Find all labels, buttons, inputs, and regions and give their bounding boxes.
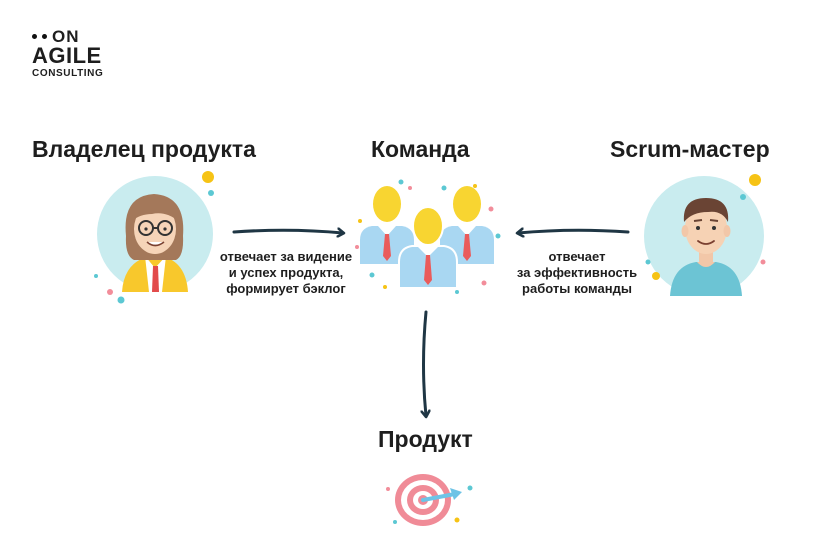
caption-line: отвечает [548,249,606,264]
logo-dot [42,34,47,39]
logo-consulting-text: CONSULTING [32,68,104,79]
logo-on-text: ON [52,27,80,46]
team-title: Команда [371,136,470,162]
scrum-master-avatar-icon [644,174,766,296]
scrum-master-caption: отвечает за эффективность работы команды [510,249,644,297]
product-title: Продукт [378,426,473,452]
caption-line: за эффективность [516,265,638,280]
arrow-icon [232,230,343,233]
team-icon [355,179,501,294]
arrow-icon [518,230,630,233]
logo-agile-text: AGILE [32,43,102,68]
product-owner-caption: отвечает за видение и успех продукта, фо… [216,249,356,297]
caption-line: формирует бэклог [226,281,346,296]
target-icon [386,474,473,526]
owner-avatar-icon [94,171,214,304]
logo-dot [32,34,37,39]
product-owner-title: Владелец продукта [32,136,256,162]
caption-line: работы команды [522,281,632,296]
caption-line: и успех продукта, [228,265,344,280]
scrum-master-title: Scrum-мастер [610,136,770,162]
arrow-icon [424,310,427,416]
caption-line: отвечает за видение [219,249,353,264]
logo: ON AGILE CONSULTING [32,28,122,80]
